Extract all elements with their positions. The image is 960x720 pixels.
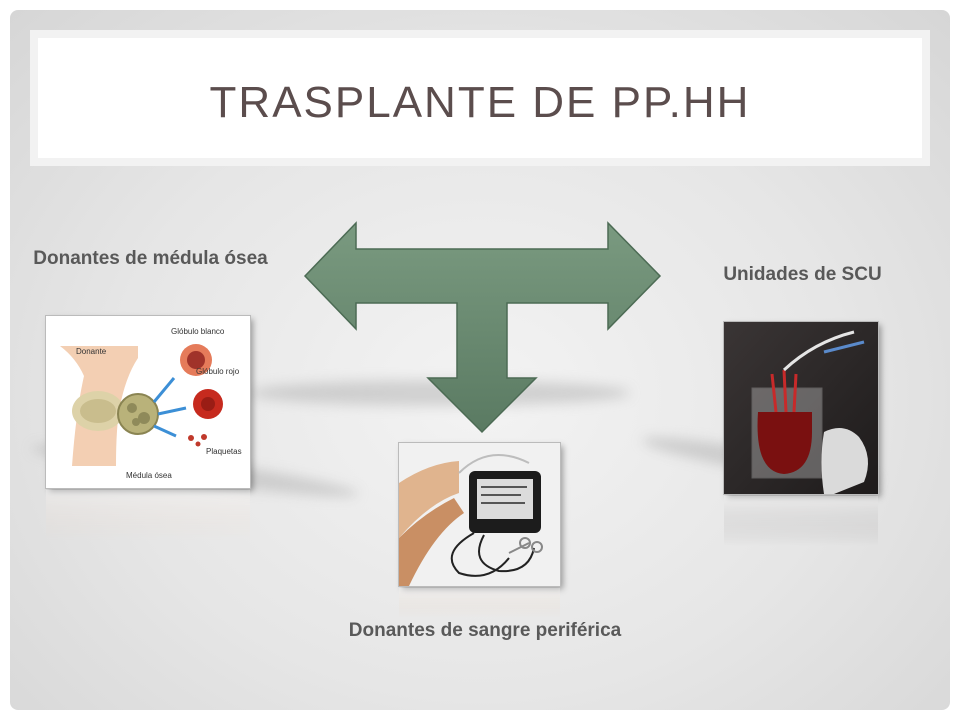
text-medula-osea: Médula ósea <box>126 471 172 480</box>
cord-blood-reflection <box>724 496 878 546</box>
label-peripheral-blood-donors: Donantes de sangre periférica <box>348 620 622 641</box>
text-plaquetas: Plaquetas <box>206 447 242 456</box>
label-bone-marrow-donors: Donantes de médula ósea <box>33 248 268 269</box>
text-donante: Donante <box>76 347 107 356</box>
bone-marrow-image: Donante Glóbulo blanco Glóbulo rojo Plaq… <box>46 316 250 488</box>
label-cord-blood-units: Unidades de SCU <box>723 264 882 285</box>
bone-marrow-illustration: Donante Glóbulo blanco Glóbulo rojo Plaq… <box>46 316 250 488</box>
peripheral-blood-image <box>399 443 560 586</box>
peripheral-blood-illustration <box>399 443 560 586</box>
peripheral-blood-reflection <box>399 588 560 618</box>
bone-marrow-reflection <box>46 490 250 540</box>
cord-blood-illustration <box>724 322 878 494</box>
text-globulo-rojo: Glóbulo rojo <box>196 367 240 376</box>
t-arrow-shape <box>303 221 662 434</box>
page-title: TRASPLANTE DE PP.HH <box>209 78 751 127</box>
title-box: TRASPLANTE DE PP.HH <box>30 30 930 166</box>
text-globulo-blanco: Glóbulo blanco <box>171 327 225 336</box>
cord-blood-bag-image <box>724 322 878 494</box>
